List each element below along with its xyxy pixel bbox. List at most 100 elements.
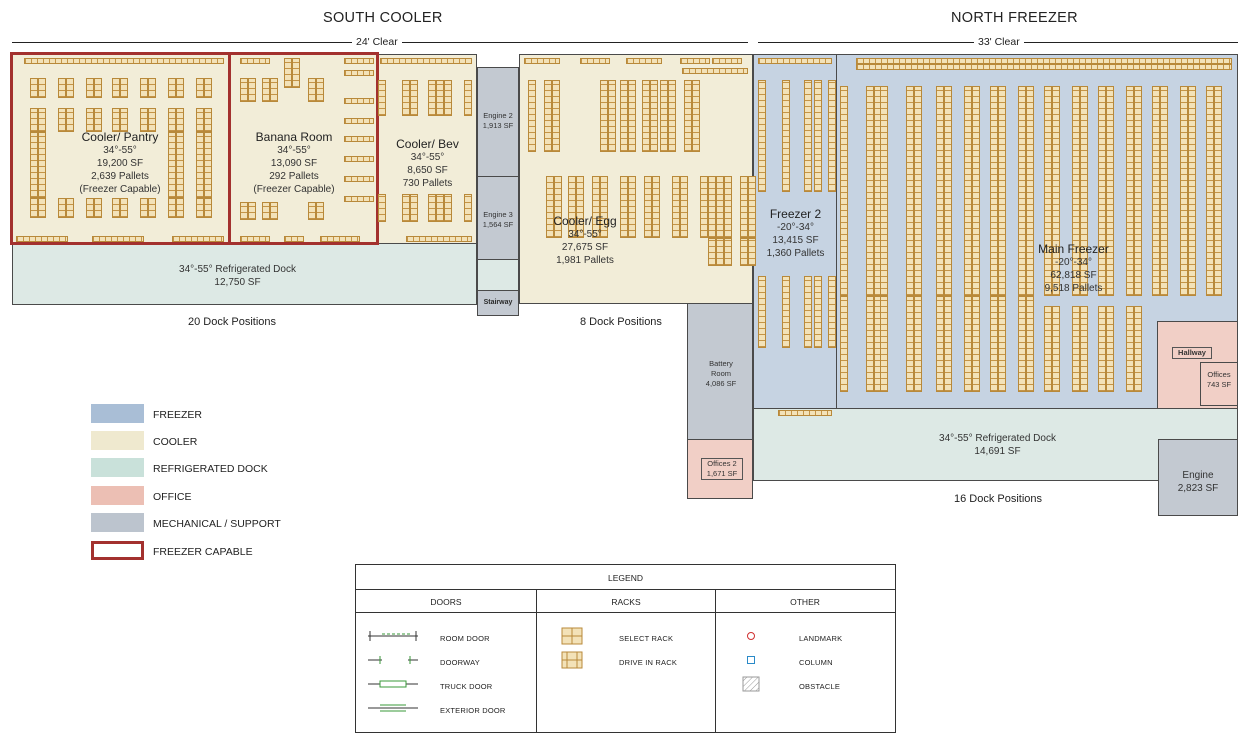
cooler-egg-label: Cooler/ Egg 34°-55° 27,675 SF 1,981 Pall… [540,215,630,267]
rack [748,176,756,238]
battery-room[interactable] [687,303,753,440]
rack [120,78,128,98]
rack [998,86,1006,296]
rack [1152,86,1160,296]
rack [344,118,374,124]
rack [308,202,316,220]
rack [554,176,562,238]
rack [308,78,316,102]
offices-room[interactable] [1200,362,1238,406]
rack [464,194,472,222]
landmark-icon [747,632,755,640]
rack [112,78,120,98]
rack [1106,306,1114,392]
engine-room[interactable] [1158,439,1238,516]
key-freezer-label: FREEZER [153,409,203,421]
freezer-2-name: Freezer 2 [769,207,822,221]
rack [140,108,148,132]
rack [568,176,576,238]
legend-divider-v2 [715,589,716,733]
rack [724,238,732,266]
main-freezer-pallets: 9,518 Pallets [1044,283,1103,294]
rack [692,80,700,152]
key-freezer-capable-swatch [91,541,144,560]
rack [240,78,248,102]
offices-sf: 743 SF [1206,380,1232,389]
rack [402,80,410,116]
rack [16,236,68,242]
banana-room-sf: 13,090 SF [270,158,318,169]
rack [380,58,472,64]
rack [1080,306,1088,392]
rack [58,78,66,98]
key-mech-label: MECHANICAL / SUPPORT [153,518,281,530]
cooler-pantry-name: Cooler/ Pantry [81,130,159,144]
offices-label: Offices 743 SF [1202,370,1236,390]
stairway-room[interactable] [477,290,519,316]
freezer-capable-outline-banana [228,52,379,245]
south-mid-dock-positions: 8 Dock Positions [580,316,662,328]
key-freezer-swatch [91,404,144,423]
rack [880,296,888,392]
rack [758,58,832,64]
rack [1052,86,1060,296]
rack [680,176,688,238]
legend-landmark: LANDMARK [799,634,843,643]
rack [972,86,980,296]
freezer-2-pallets: 1,360 Pallets [766,248,825,259]
rack [1072,306,1080,392]
rack [112,198,120,218]
offices-2-label: Offices 2 1,671 SF [701,458,743,480]
cooler-pantry-note: (Freezer Capable) [79,184,161,195]
rack [316,78,324,102]
cooler-egg-pallets: 1,981 Pallets [556,255,614,266]
cooler-pantry-label: Cooler/ Pantry 34°-55° 19,200 SF 2,639 P… [60,131,180,196]
rack [804,276,812,348]
rack [716,176,724,238]
rack [196,78,204,98]
rack [708,176,716,238]
rack [1214,86,1222,296]
north-refrigerated-dock[interactable] [753,408,1238,481]
legend-other-title: OTHER [790,597,820,607]
rack [378,80,386,116]
offices-name: Offices [1207,370,1231,379]
engine-3-name: Engine 3 [483,210,513,219]
column-icon [747,656,755,664]
rack [866,86,874,296]
drive-in-rack-icon [561,651,583,669]
main-freezer-name: Main Freezer [1038,242,1109,256]
rack [344,136,374,142]
legend-room-door: ROOM DOOR [440,634,490,643]
rack [316,202,324,220]
legend-divider-h1 [356,589,895,590]
truck-door-icon [368,680,418,688]
legend-doors-title: DOORS [430,597,462,607]
main-freezer-label: Main Freezer -20°-34° 62,818 SF 9,518 Pa… [1026,243,1121,295]
rack [814,80,822,192]
south-cooler-header: SOUTH COOLER [323,10,443,26]
rack [914,86,922,296]
rack [292,58,300,88]
engine-2-sf: 1,913 SF [482,121,514,130]
rack [524,58,560,64]
rack [1106,86,1114,296]
rack [1072,86,1080,296]
rack [828,276,836,348]
rack [240,202,248,220]
rack [344,176,374,182]
rack [1206,86,1214,296]
hallway-label: Hallway [1172,347,1212,359]
room-door-icon [368,631,418,641]
engine-2-label: Engine 2 1,913 SF [478,111,518,131]
south-refrigerated-dock[interactable] [12,243,477,305]
rack [840,296,848,392]
banana-room-temp: 34°-55° [277,145,311,156]
rack [1126,306,1134,392]
rack [576,176,584,238]
rack [1044,86,1052,296]
rack [740,176,748,238]
rack [740,238,748,266]
cooler-egg-name: Cooler/ Egg [553,214,617,228]
banana-room-note: (Freezer Capable) [253,184,335,195]
